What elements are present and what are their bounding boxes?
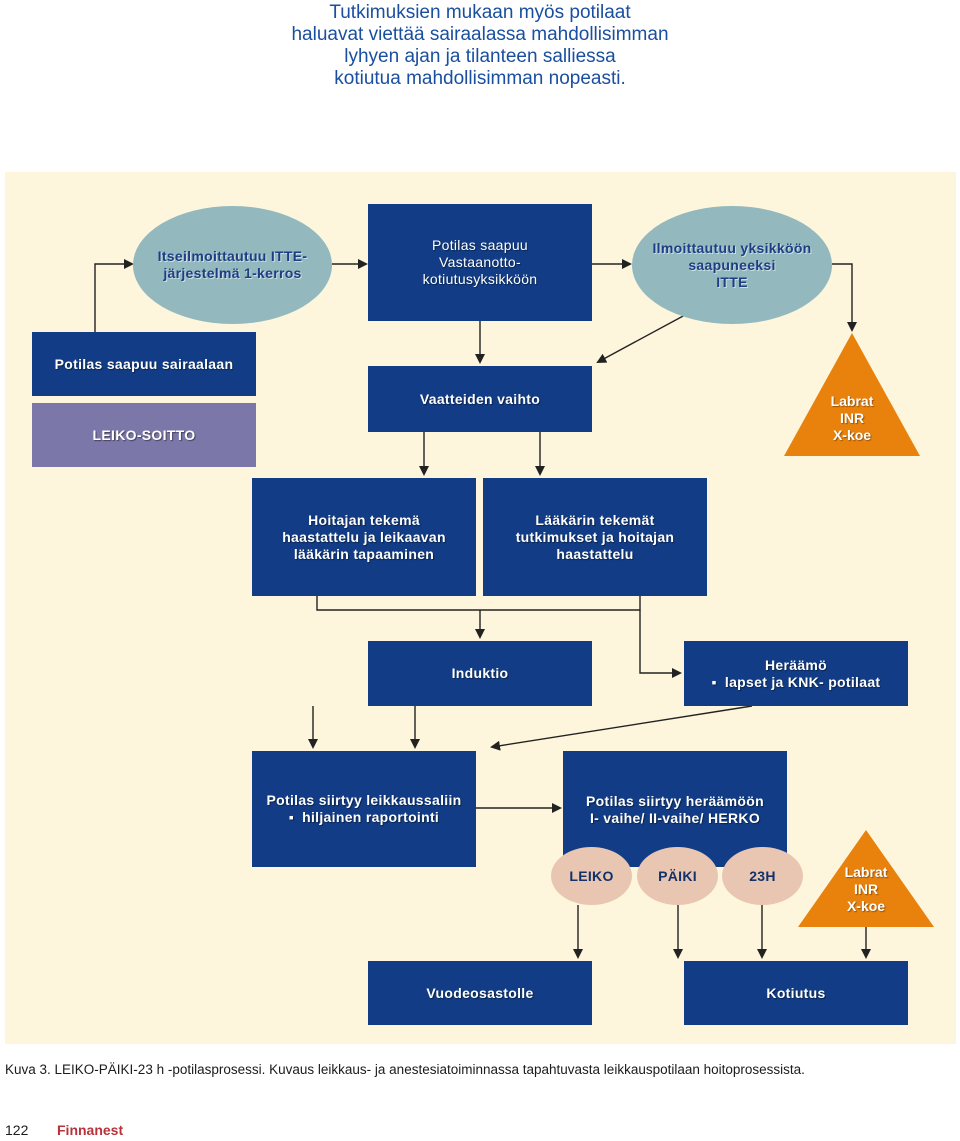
node-labrat-1: Labrat INR X-koe (812, 393, 892, 444)
node-bullet-item: lapset ja KNK- potilaat (712, 674, 881, 691)
node-siirtyy-leikkaussaliin: Potilas siirtyy leikkaussaliin hiljainen… (252, 751, 476, 867)
node-label: PÄIKI (658, 867, 697, 884)
node-hoitajan-haastattelu: Hoitajan tekemä haastattelu ja leikaavan… (252, 478, 476, 596)
labrat-triangle-1 (784, 333, 920, 456)
node-label: saapuneeksi (688, 256, 776, 273)
node-label: Labrat (830, 393, 874, 409)
node-label: INR (853, 881, 879, 897)
node-vaatteiden-vaihto: Vaatteiden vaihto (368, 366, 592, 432)
node-label: haastattelu ja leikaavan (282, 528, 446, 545)
node-heraamo: Heräämö lapset ja KNK- potilaat (684, 641, 908, 706)
node-label: X-koe (832, 427, 872, 443)
node-paiki: PÄIKI (637, 847, 718, 905)
connector (316, 596, 641, 611)
connector (490, 705, 753, 751)
node-label: Vastaanotto- (439, 254, 521, 270)
intro-line: haluavat viettää sairaalassa mahdollisim… (291, 24, 669, 45)
node-label: haastattelu (556, 545, 634, 562)
node-label: Hoitajan tekemä (308, 511, 420, 528)
node-label: INR (839, 410, 865, 426)
node-label: Potilas saapuu (431, 237, 529, 253)
connector (639, 610, 682, 678)
intro-line: kotiutua mahdollisimman nopeasti. (334, 68, 626, 89)
node-label: Potilas siirtyy leikkaussaliin (266, 792, 462, 808)
node-label: Potilas saapuu sairaalaan (54, 355, 234, 372)
page-number: 122 (5, 1122, 29, 1138)
labrat-triangle-2 (798, 830, 934, 927)
node-leiko: LEIKO (551, 847, 632, 905)
node-label: lääkärin tapaaminen (293, 545, 435, 562)
intro-line: lyhyen ajan ja tilanteen salliessa (344, 46, 616, 67)
connector (94, 259, 134, 332)
node-23h: 23H (722, 847, 803, 905)
node-vuodeosastolle: Vuodeosastolle (368, 961, 592, 1025)
node-label: Induktio (451, 665, 509, 681)
node-leiko-soitto: LEIKO-SOITTO (32, 403, 256, 467)
node-label: kotiutusyksikköön (422, 271, 538, 287)
node-kotiutus: Kotiutus (684, 961, 908, 1025)
node-potilas-saapuu-sairaalaan: Potilas saapuu sairaalaan (32, 332, 256, 396)
node-ilmoittautuu-yksikkoon: Ilmoittautuu yksikköön saapuneeksi ITTE (632, 206, 832, 324)
node-laakarin-tutkimukset: Lääkärin tekemät tutkimukset ja hoitajan… (483, 478, 707, 596)
node-label: ITTE (716, 273, 748, 290)
intro-line: Tutkimuksien mukaan myös potilaat (329, 2, 631, 23)
node-label: Kotiutus (766, 984, 826, 1001)
node-label: I- vaihe/ II-vaihe/ HERKO (589, 810, 761, 826)
node-labrat-2: Labrat INR X-koe (826, 864, 906, 915)
node-label: X-koe (846, 898, 886, 914)
node-label: LEIKO (569, 867, 614, 884)
node-bullet-item: hiljainen raportointi (289, 809, 439, 826)
node-label: Vuodeosastolle (426, 984, 534, 1001)
node-induktio: Induktio (368, 641, 592, 706)
brand-name: Finnanest (57, 1122, 124, 1138)
node-label: 23H (749, 867, 776, 884)
figure-caption: Kuva 3. LEIKO-PÄIKI-23 h -potilasprosess… (5, 1062, 805, 1077)
node-label: järjestelmä 1-kerros (163, 265, 302, 281)
node-potilas-saapuu-vastaanotto: Potilas saapuu Vastaanotto- kotiutusyksi… (368, 204, 592, 321)
node-itseilmoittautuu: Itseilmoittautuu ITTE- järjestelmä 1-ker… (133, 206, 332, 324)
node-label: Lääkärin tekemät (535, 511, 655, 528)
node-label: Potilas siirtyy heräämöön (586, 793, 764, 809)
node-label: Labrat (844, 864, 888, 880)
connector (832, 263, 857, 332)
node-label: LEIKO-SOITTO (92, 426, 196, 443)
node-label: tutkimukset ja hoitajan (515, 528, 675, 545)
connector (596, 314, 686, 363)
node-label: Ilmoittautuu yksikköön (652, 239, 812, 256)
intro-text: Tutkimuksien mukaan myös potilaat haluav… (270, 2, 690, 90)
node-label: Itseilmoittautuu ITTE- (157, 248, 308, 264)
node-label: Vaatteiden vaihto (419, 390, 541, 407)
node-label: Heräämö (764, 656, 828, 673)
